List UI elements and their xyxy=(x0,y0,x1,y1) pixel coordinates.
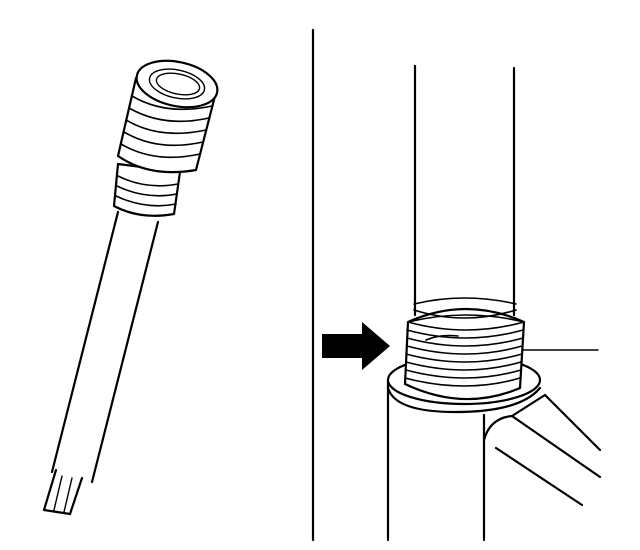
tool-shaft xyxy=(42,210,160,516)
threaded-tool xyxy=(42,59,219,516)
tool-head xyxy=(116,59,219,174)
pipe-threads xyxy=(403,297,526,401)
fitting-body xyxy=(386,349,602,542)
threaded-pipe-joint xyxy=(322,64,602,542)
upper-pipe xyxy=(413,64,516,317)
arrow-right-icon xyxy=(322,322,390,370)
tool-neck-threads xyxy=(112,162,182,217)
